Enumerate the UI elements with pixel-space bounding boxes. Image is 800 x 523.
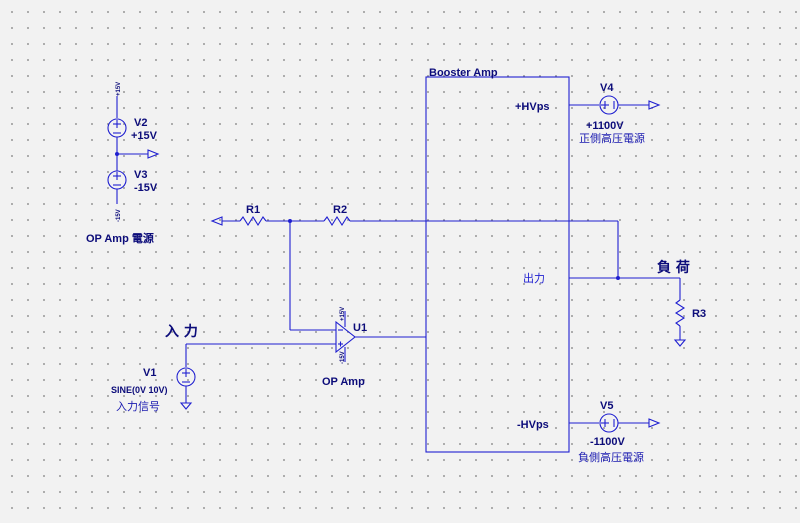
u1-opamp-symbol[interactable] <box>335 320 356 354</box>
v5-ref: V5 <box>600 400 613 412</box>
v1-ground-symbol <box>179 402 193 410</box>
booster-amp-box[interactable] <box>425 76 570 453</box>
opamp-power-group: +15V -15V V2 +15V V3 -15V OP Amp 電源 <box>86 82 160 245</box>
r1-ground-symbol <box>210 216 223 226</box>
v4-value: +1100V <box>586 120 624 132</box>
opamp-u1: +15V -15V U1 OP Amp <box>322 307 426 388</box>
load-net-label: 負 荷 <box>657 259 690 276</box>
r3-resistor[interactable] <box>674 299 686 327</box>
feedback-network: R1 R2 <box>210 204 619 331</box>
booster-title: Booster Amp <box>429 67 498 79</box>
u1-name: OP Amp <box>322 376 365 388</box>
input-source: 入 力 V1 SINE(0V 10V) 入力信号 <box>111 323 336 413</box>
r1-ref: R1 <box>246 204 260 216</box>
booster-pin-output: 出力 <box>523 271 545 285</box>
v3-value: -15V <box>134 182 158 194</box>
v5-comment: 負側高圧電源 <box>578 450 644 464</box>
opamp-power-label: OP Amp 電源 <box>86 231 154 245</box>
v3-ref: V3 <box>134 169 147 181</box>
v5-ground-symbol <box>648 418 661 428</box>
v2-v3-ground-symbol <box>147 149 160 159</box>
r2-ref: R2 <box>333 204 347 216</box>
v1-ref: V1 <box>143 367 156 379</box>
hv-supplies: V4 +1100V 正側高圧電源 V5 -1100V 負側高圧電源 <box>569 82 661 464</box>
booster-amp: Booster Amp +HVps 出力 -HVps <box>425 67 570 453</box>
v2-value: +15V <box>131 130 158 142</box>
r3-ground-symbol <box>673 339 687 347</box>
r2-resistor[interactable] <box>323 215 351 227</box>
booster-pin-hv-neg: -HVps <box>517 419 549 431</box>
u1-ref: U1 <box>353 322 367 334</box>
v2-ref: V2 <box>134 117 147 129</box>
output-load: 負 荷 R3 <box>569 259 706 347</box>
v5-value: -1100V <box>590 436 626 448</box>
u1-pos-supply-label: +15V <box>340 307 346 321</box>
v1-comment: 入力信号 <box>116 400 160 413</box>
v4-ground-symbol <box>648 100 661 110</box>
v4-comment: 正側高圧電源 <box>579 131 645 145</box>
v1-value: SINE(0V 10V) <box>111 385 168 395</box>
r1-resistor[interactable] <box>239 215 267 227</box>
v2-pin-label: +15V <box>116 82 122 96</box>
u1-neg-supply-label: -15V <box>340 351 346 364</box>
input-net-label: 入 力 <box>165 323 198 340</box>
v3-pin-label: -15V <box>116 209 122 222</box>
v4-ref: V4 <box>600 82 614 94</box>
r3-ref: R3 <box>692 308 706 320</box>
booster-pin-hv-pos: +HVps <box>515 101 550 113</box>
